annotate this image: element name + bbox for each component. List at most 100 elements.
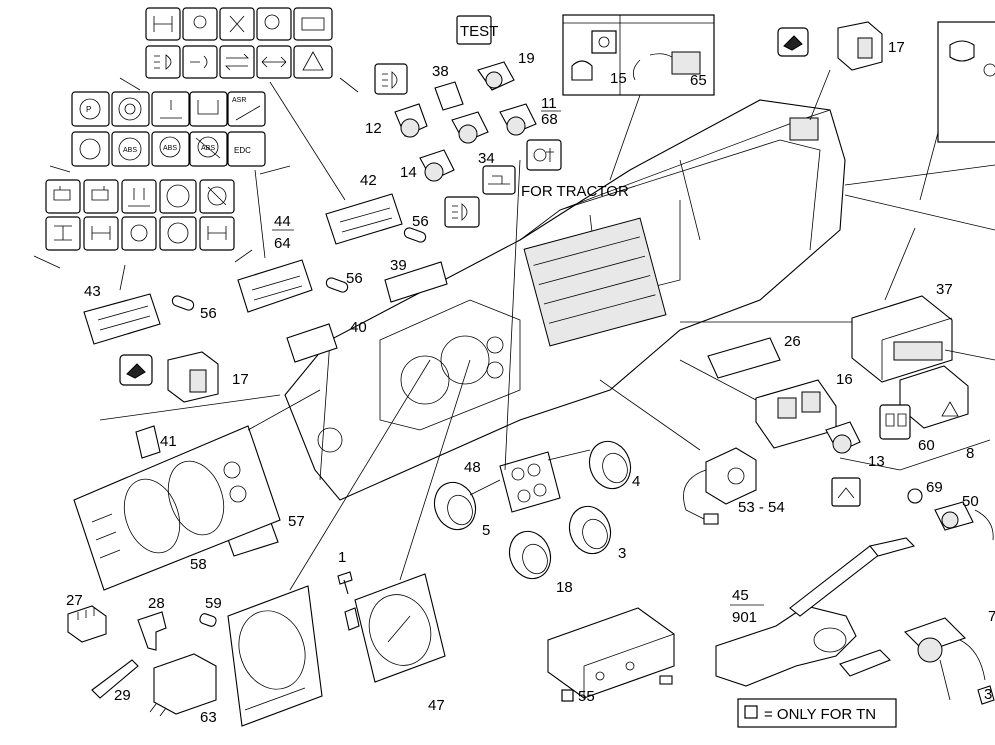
grid-leader-middle [49,165,291,175]
hazard-leader [944,349,995,361]
label-27: 27 [66,592,83,609]
label-68: 68 [541,111,558,128]
label-29: 29 [114,687,131,704]
label-69: 69 [926,479,943,496]
label-16: 16 [836,371,853,388]
label-59: 59 [205,595,222,612]
part16-leader [679,359,757,401]
part-13 [825,421,861,454]
stalk-switch [715,537,916,687]
icon-work-light [444,196,480,228]
label-45: 45 [732,587,749,604]
part-14 [419,149,455,182]
label-8: 8 [966,445,974,462]
gauge-4 [588,440,632,490]
label-47: 47 [428,697,445,714]
part-34-switch [451,111,489,144]
label-17-top: 17 [888,39,905,56]
label-58: 58 [190,556,207,573]
label-48: 48 [464,459,481,476]
label-65: 65 [690,72,707,89]
part17-leader [809,69,831,121]
bulb-56-a [403,227,427,243]
gauge-47 [344,573,446,683]
part-28 [137,611,167,651]
park-brake-symbol: P [86,105,91,114]
label-42: 42 [360,172,377,189]
label-39: 39 [390,257,407,274]
label-12: 12 [365,120,382,137]
for-tractor-label: FOR TRACTOR [521,183,629,200]
test-icon: TEST [456,15,498,45]
panel-48 [499,451,561,513]
label-3-right: 3 [984,686,992,703]
bulb-56-c [171,295,195,311]
part-12 [394,103,428,138]
label-57: 57 [288,513,305,530]
label-44: 44 [274,213,291,230]
label-43: 43 [84,283,101,300]
part-63 [149,653,217,717]
label-4: 4 [632,473,640,490]
symbol-grid-top [145,7,333,79]
label-7-right: 7 [988,608,995,625]
bracket-8 [839,439,991,471]
bulb-56-b [325,277,349,293]
inset-leader [609,94,641,181]
abs-symbol-2: ABS [163,145,177,152]
inset-top-right [937,21,995,143]
icon-fog-light [526,139,562,171]
cluster-leader [99,389,321,431]
icon-headlight-top [374,63,408,95]
label-64: 64 [274,235,291,252]
label-56-a: 56 [412,213,429,230]
inset-box-15-65 [562,14,715,96]
label-15: 15 [610,70,627,87]
label-53-54: 53 - 54 [738,499,785,516]
label-55: 55 [578,688,595,705]
part-39 [384,261,448,303]
part-16 [755,379,837,449]
part-50 [934,501,994,541]
label-28: 28 [148,595,165,612]
grid-to-panel-lines [119,81,346,291]
ignition-switch [903,617,995,705]
label-18: 18 [556,579,573,596]
label-56-b: 56 [346,270,363,287]
label-34: 34 [478,150,495,167]
part-40 [286,323,338,363]
gauge-leaders [469,159,591,496]
part-41 [135,425,161,459]
label-19: 19 [518,50,535,67]
part-44-64 [237,259,313,313]
part-43 [83,293,161,345]
edc-symbol: EDC [234,146,251,155]
only-tn-marker-55 [561,689,574,702]
label-41: 41 [160,433,177,450]
part-38 [434,81,464,111]
label-40: 40 [350,319,367,336]
label-37: 37 [936,281,953,298]
legend-box [737,698,897,728]
label-11: 11 [541,95,557,112]
label-14: 14 [400,164,417,181]
part37-leader [680,227,916,323]
right-leaders [844,124,995,231]
part-number-labels: 19 38 12 11 68 34 14 15 65 17 42 44 64 5… [66,39,995,726]
label-1: 1 [338,549,346,566]
part-29 [91,659,139,699]
part-53-54 [683,447,757,525]
label-50: 50 [962,493,979,510]
label-5: 5 [482,522,490,539]
part-42 [325,193,403,245]
large-gauge-leaders [289,359,471,591]
legend-square [744,705,758,719]
icon-part-13 [831,477,861,507]
gauge-5 [433,481,477,531]
gauge-3 [568,505,612,555]
gauge-18 [508,530,552,580]
ring-69 [907,488,923,504]
symbol-grid-bottom [45,179,235,251]
label-60: 60 [918,437,935,454]
